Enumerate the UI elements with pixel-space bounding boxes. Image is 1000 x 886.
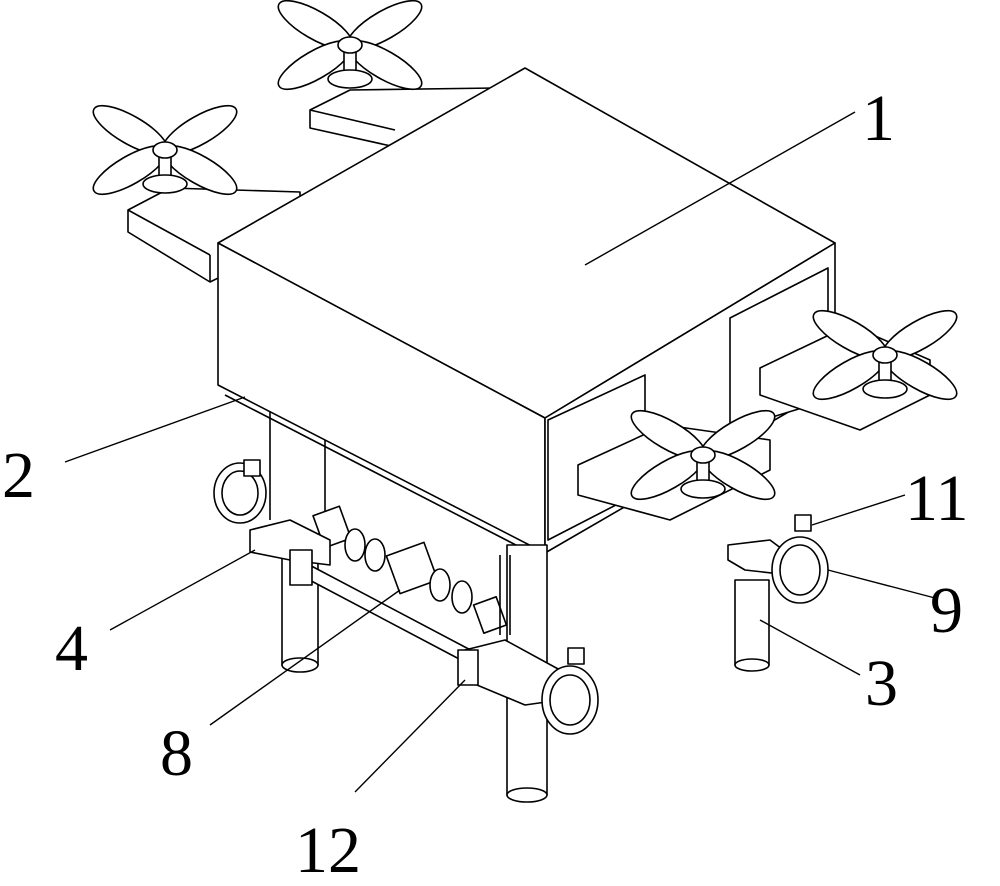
leader-11: [812, 495, 905, 525]
rotor-rear-left: [87, 97, 243, 203]
leader-4: [110, 550, 255, 630]
label-2: 2: [2, 439, 35, 512]
leader-3: [760, 620, 860, 675]
label-8: 8: [160, 717, 193, 790]
label-1: 1: [862, 82, 895, 155]
rotor-rear-right: [272, 0, 428, 98]
label-12: 12: [295, 814, 361, 886]
leader-2: [65, 397, 245, 462]
leader-12: [355, 680, 465, 792]
leg-right: [735, 580, 769, 671]
leader-9: [828, 570, 935, 598]
label-9: 9: [930, 574, 963, 647]
label-4: 4: [55, 612, 88, 685]
label-3: 3: [865, 647, 898, 720]
connecting-rod: [300, 506, 506, 670]
label-11: 11: [905, 462, 969, 535]
clamp-left: [214, 460, 330, 585]
